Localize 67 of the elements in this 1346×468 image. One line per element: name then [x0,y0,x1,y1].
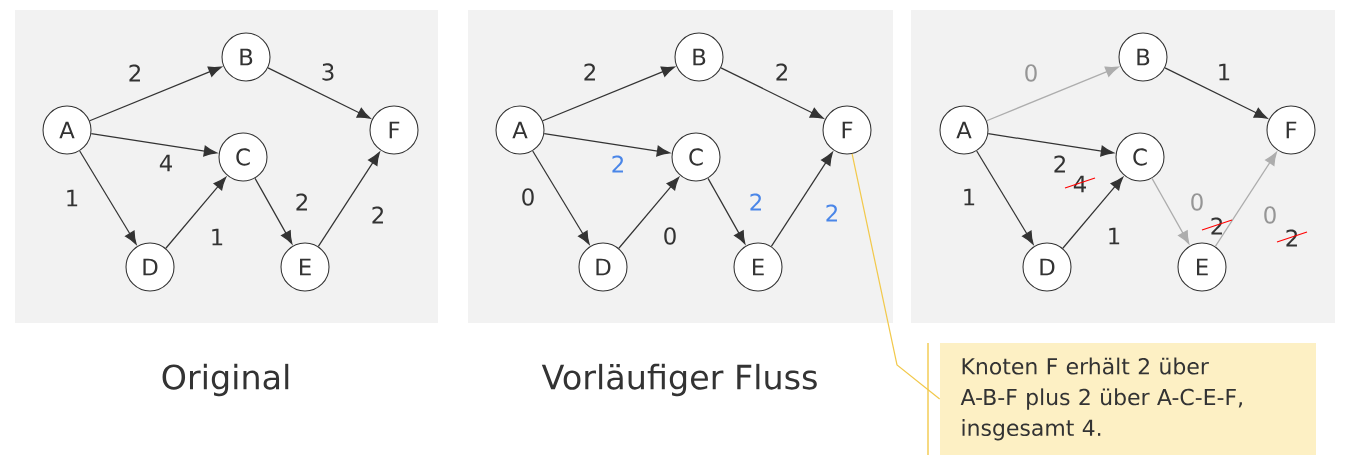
arrow [720,67,824,119]
arrow [90,133,218,157]
circle-node: D [125,242,175,292]
edge-label: 2 [776,63,787,81]
callout-box: Knoten F erhält 2 über A-B-F plus 2 über A-C-E-F, insgesamt 4. [927,342,1316,456]
arrow [542,66,675,122]
circle-node: D [578,242,628,292]
edge-label: 4 [159,154,172,172]
edge-label: 1 [67,189,78,207]
edge-label: 2 [584,63,595,81]
leader-line [851,153,941,400]
arrow [987,133,1114,157]
edge-label: 2 [129,64,140,82]
circle-node: E [733,242,783,292]
edge-label: 0 [1025,64,1037,82]
panel [911,10,1335,323]
arrow [1151,177,1190,245]
edge-label: 2 [1054,155,1065,173]
edge-label: 1 [1109,227,1120,245]
panel [468,10,893,323]
arrow [532,150,590,245]
circle-node: E [1177,242,1227,292]
arrow [89,66,222,122]
arrow [986,66,1119,122]
edge-label: 0 [1191,193,1203,211]
arrow [1164,67,1268,119]
arrow [618,176,680,249]
circle-node: A [939,105,989,155]
edge-label: 1 [212,228,223,246]
panel [15,10,438,323]
edge-label: 1 [964,188,975,206]
circle-node: C [218,132,268,182]
arrow [267,67,371,119]
circle-node: A [42,105,92,155]
circle-node: B [1118,32,1168,82]
panel-title: Vorläufiger Fluss [541,363,817,397]
edge-label: 2 [612,155,623,173]
circle-node: B [674,32,724,82]
edge-label: 1 [1219,63,1230,81]
edge-label: 0 [522,188,534,206]
circle-node: C [671,132,721,182]
edge-label: 2 [296,193,307,211]
edge-label: 2 [826,204,837,222]
circle-node: D [1022,242,1072,292]
edge-label: 2 [372,206,383,224]
circle-node: F [1266,105,1316,155]
panel-title: Original [162,363,289,397]
edge-label: 0 [664,227,676,245]
arrow [254,177,293,245]
arrow [79,150,137,245]
edge-label: 3 [322,63,334,81]
arrow [707,177,746,245]
arrow [1214,151,1277,248]
circle-node: A [495,105,545,155]
circle-node: C [1115,132,1165,182]
arrow [543,133,671,157]
circle-node: E [280,242,330,292]
edge-label: 2 [750,193,761,211]
arrow [317,151,380,248]
circle-node: F [369,105,419,155]
arrow [976,150,1034,245]
arrow [1062,176,1124,249]
arrow [770,151,833,248]
circle-node: B [221,32,271,82]
circle-node: F [822,105,872,155]
arrow [165,176,227,249]
edge-label: 0 [1264,206,1276,224]
